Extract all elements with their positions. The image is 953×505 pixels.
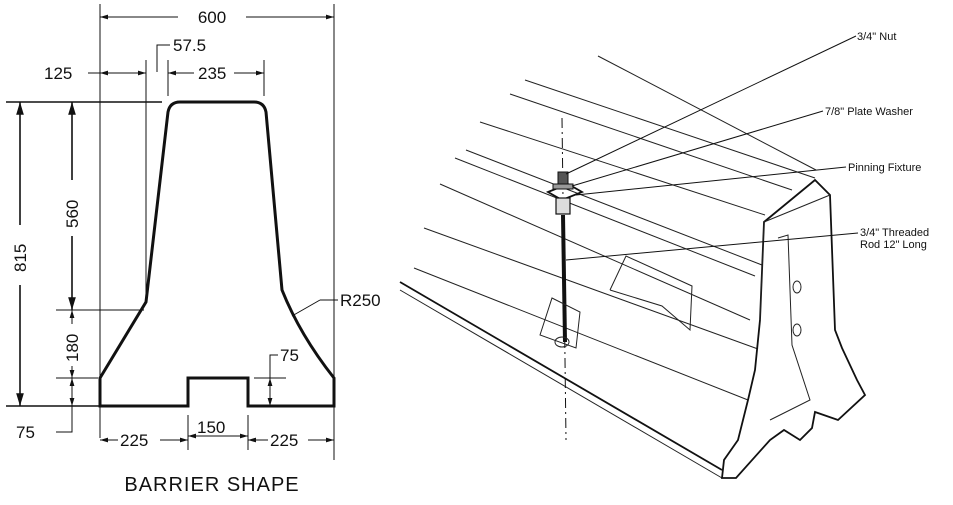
- edge-line-bottom2: [399, 289, 723, 479]
- edge-line-bottom: [399, 281, 723, 471]
- dim-150-label: 150: [197, 418, 225, 437]
- dim-235-label: 235: [198, 64, 226, 83]
- isometric-barrier-drawing: 3/4" Nut 7/8" Plate Washer Pinning Fixtu…: [399, 31, 929, 479]
- edge-line: [465, 149, 763, 266]
- edge-line: [597, 55, 817, 171]
- dim-225-left-label: 225: [120, 431, 148, 450]
- dim-57-5-leader: [156, 44, 170, 72]
- dim-75-left-leader: [56, 406, 73, 433]
- edge-line: [439, 183, 751, 321]
- callout-leader-rod: [565, 232, 859, 261]
- rod-pocket: [539, 297, 581, 349]
- callout-leader-washer: [571, 110, 824, 187]
- callout-leader-nut: [565, 35, 857, 175]
- edge-line: [423, 227, 759, 350]
- drawing-title: BARRIER SHAPE: [124, 474, 299, 496]
- rod-hole: [554, 336, 570, 348]
- end-face-edge: [759, 221, 765, 321]
- callout-leader-fixture: [575, 166, 847, 196]
- end-face-inner: [769, 234, 811, 421]
- callout-rod-line2: Rod 12" Long: [860, 239, 927, 251]
- barrier-shape-drawing: 600 57.5 125 235 815 560 180 75 75: [6, 4, 381, 496]
- callout-rod-line1: 3/4" Threaded: [860, 227, 929, 239]
- callout-washer: 7/8" Plate Washer: [825, 106, 913, 118]
- plate-washer: [552, 183, 574, 190]
- edge-line: [479, 121, 766, 216]
- r250-leader: [291, 299, 321, 317]
- dim-815-label: 815: [11, 244, 30, 272]
- barrier-profile: [98, 100, 336, 408]
- r250-label: R250: [340, 291, 381, 310]
- edge-line: [413, 267, 749, 401]
- edge-line: [524, 79, 816, 179]
- cutout-panel: [609, 255, 693, 332]
- dim-560-label: 560: [63, 200, 82, 228]
- dim-600-label: 600: [198, 8, 226, 27]
- pinning-fixture-body: [555, 197, 571, 215]
- end-face-edge: [763, 194, 831, 223]
- dim-57-5-label: 57.5: [173, 36, 206, 55]
- callout-fixture: Pinning Fixture: [848, 162, 921, 174]
- dim-75-right-label: 75: [280, 346, 299, 365]
- end-hole-lower: [792, 323, 802, 337]
- dim-75-right-leader: [269, 354, 278, 378]
- dim-180-label: 180: [63, 334, 82, 362]
- edge-line: [454, 157, 756, 277]
- dim-225-right-label: 225: [270, 431, 298, 450]
- end-hole-upper: [792, 280, 802, 294]
- dim-75-left-label: 75: [16, 423, 35, 442]
- threaded-rod: [561, 214, 567, 343]
- barrier-end-face: [720, 178, 867, 479]
- dim-125-label: 125: [44, 64, 72, 83]
- edge-line: [509, 93, 793, 191]
- callout-nut: 3/4" Nut: [857, 31, 896, 43]
